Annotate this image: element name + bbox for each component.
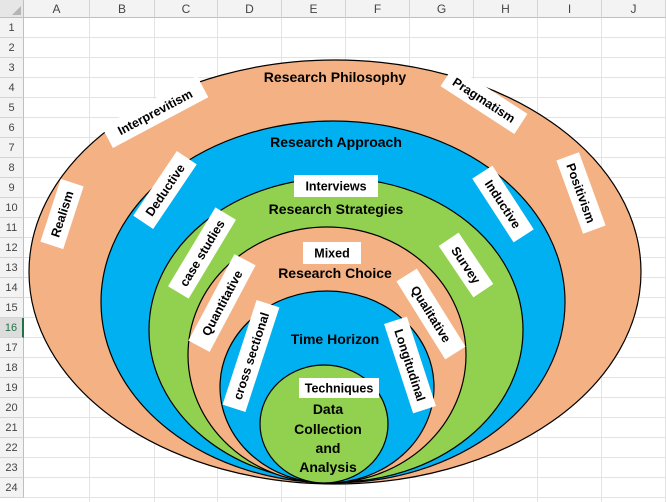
row-header-18[interactable]: 18 bbox=[0, 358, 24, 378]
row-gridline bbox=[24, 37, 666, 38]
title-research-philosophy: Research Philosophy bbox=[264, 69, 407, 85]
title-time-horizon: Time Horizon bbox=[291, 331, 379, 347]
title-research-approach: Research Approach bbox=[270, 134, 402, 150]
row-header-14[interactable]: 14 bbox=[0, 278, 24, 298]
row-header-24[interactable]: 24 bbox=[0, 478, 24, 498]
title-data-collection-line-1: Data bbox=[313, 401, 344, 417]
row-header-17[interactable]: 17 bbox=[0, 338, 24, 358]
row-header-12[interactable]: 12 bbox=[0, 238, 24, 258]
title-research-choice: Research Choice bbox=[278, 265, 392, 281]
tag-techniques[interactable]: Techniques bbox=[299, 378, 379, 398]
row-header-15[interactable]: 15 bbox=[0, 298, 24, 318]
tag-mixed[interactable]: Mixed bbox=[303, 242, 361, 264]
row-header-3[interactable]: 3 bbox=[0, 58, 24, 78]
svg-text:Techniques: Techniques bbox=[305, 382, 374, 396]
row-header-22[interactable]: 22 bbox=[0, 438, 24, 458]
row-header-7[interactable]: 7 bbox=[0, 138, 24, 158]
row-header-23[interactable]: 23 bbox=[0, 458, 24, 478]
column-header-f[interactable]: F bbox=[346, 0, 410, 18]
row-header-8[interactable]: 8 bbox=[0, 158, 24, 178]
column-header-g[interactable]: G bbox=[410, 0, 474, 18]
row-header-11[interactable]: 11 bbox=[0, 218, 24, 238]
column-header-b[interactable]: B bbox=[90, 0, 155, 18]
select-all-corner[interactable] bbox=[0, 0, 24, 18]
column-header-a[interactable]: A bbox=[24, 0, 90, 18]
row-header-10[interactable]: 10 bbox=[0, 198, 24, 218]
title-research-strategies: Research Strategies bbox=[269, 201, 404, 217]
row-header-19[interactable]: 19 bbox=[0, 378, 24, 398]
row-header-13[interactable]: 13 bbox=[0, 258, 24, 278]
row-header-20[interactable]: 20 bbox=[0, 398, 24, 418]
row-header-21[interactable]: 21 bbox=[0, 418, 24, 438]
svg-text:Interviews: Interviews bbox=[305, 180, 366, 194]
row-gridline bbox=[24, 497, 666, 498]
row-header-16[interactable]: 16 bbox=[0, 318, 24, 338]
column-header-c[interactable]: C bbox=[155, 0, 218, 18]
title-data-collection-line-4: Analysis bbox=[299, 459, 357, 475]
title-data-collection-line-3: and bbox=[316, 440, 341, 456]
row-header-9[interactable]: 9 bbox=[0, 178, 24, 198]
row-header-6[interactable]: 6 bbox=[0, 118, 24, 138]
column-header-d[interactable]: D bbox=[218, 0, 282, 18]
row-header-1[interactable]: 1 bbox=[0, 18, 24, 38]
title-data-collection-line-2: Collection bbox=[294, 421, 362, 437]
row-header-5[interactable]: 5 bbox=[0, 98, 24, 118]
svg-text:Mixed: Mixed bbox=[314, 247, 349, 261]
column-header-i[interactable]: I bbox=[538, 0, 602, 18]
row-header-4[interactable]: 4 bbox=[0, 78, 24, 98]
row-header-2[interactable]: 2 bbox=[0, 38, 24, 58]
column-header-h[interactable]: H bbox=[474, 0, 538, 18]
row-gridline bbox=[24, 57, 666, 58]
column-header-e[interactable]: E bbox=[282, 0, 346, 18]
tag-interviews[interactable]: Interviews bbox=[294, 175, 378, 197]
